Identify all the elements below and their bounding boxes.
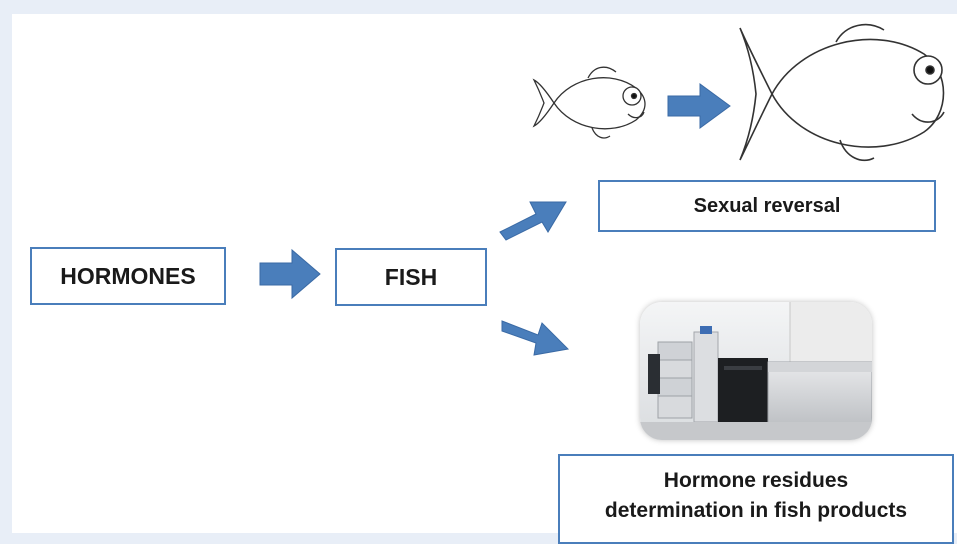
hormones-node: HORMONES [30, 247, 226, 305]
sexual-reversal-node: Sexual reversal [598, 180, 936, 232]
arrow-to-residues-icon [501, 320, 570, 356]
sexual-reversal-label: Sexual reversal [693, 194, 841, 217]
small-fish-icon [532, 66, 646, 139]
large-fish-icon [739, 23, 945, 162]
hormones-label: HORMONES [60, 262, 196, 289]
residues-determination-node: Hormone residues determination in fish p… [558, 454, 954, 544]
lab-instrument-photo [640, 302, 872, 440]
residues-label-line1: Hormone residues [663, 469, 849, 492]
fish-node: FISH [335, 248, 487, 306]
residues-label-line2: determination in fish products [604, 499, 908, 522]
arrow-to-sexual-reversal-icon [499, 201, 567, 241]
arrow-fish-growth-icon [667, 83, 731, 129]
arrow-hormones-to-fish-icon [259, 248, 321, 300]
fish-label: FISH [384, 263, 438, 290]
